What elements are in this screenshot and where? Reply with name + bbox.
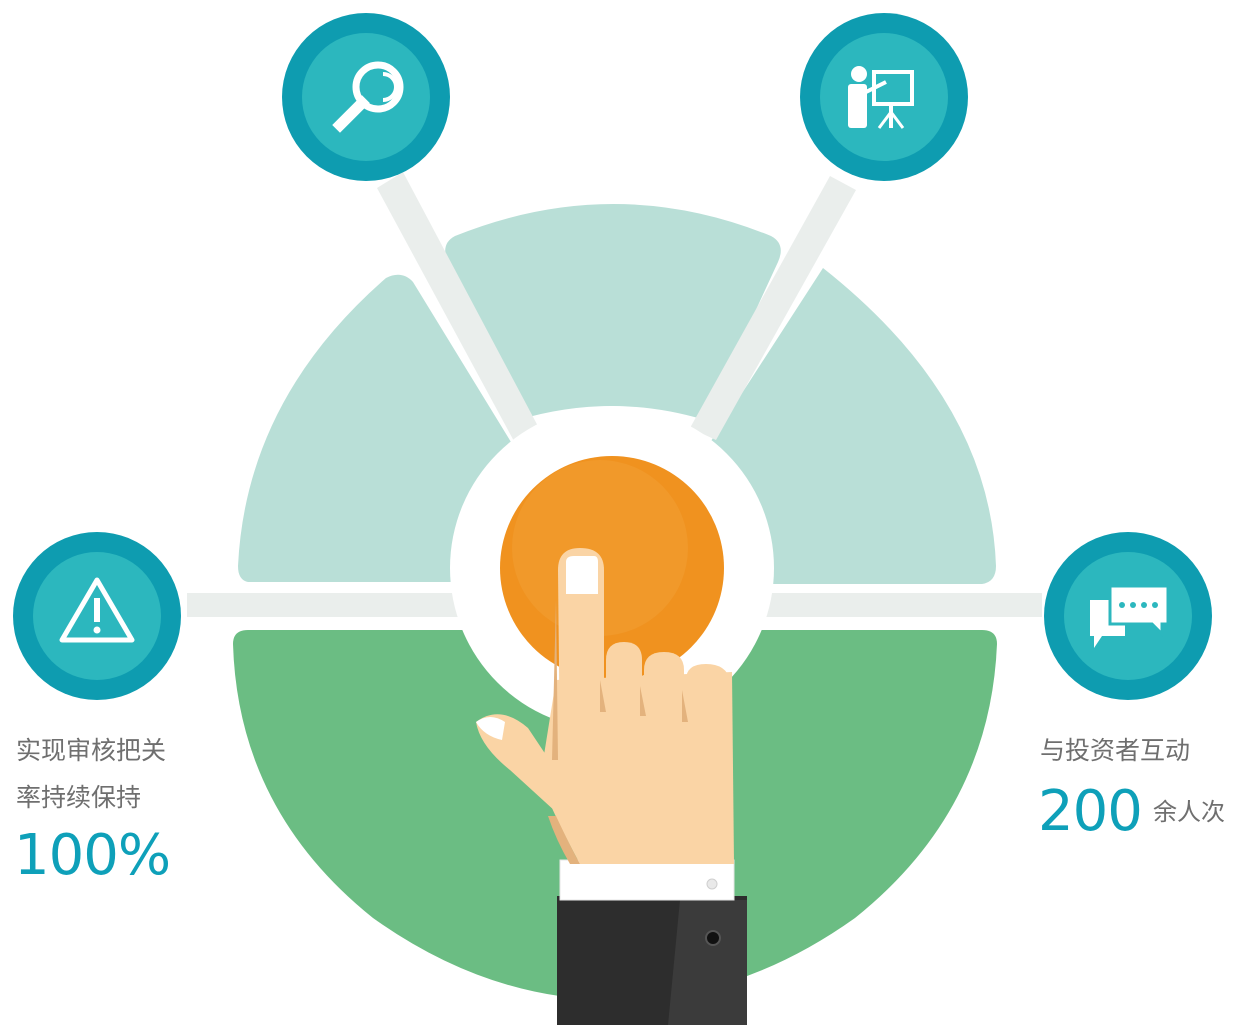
presentation-icon[interactable] bbox=[800, 13, 968, 181]
upper-left-segment bbox=[238, 274, 522, 582]
left-stat-value: 100% bbox=[14, 823, 171, 888]
upper-center-segment bbox=[445, 204, 781, 420]
right-stat-unit: 余人次 bbox=[1153, 798, 1225, 826]
right-stat-value: 200 bbox=[1038, 779, 1143, 844]
right-stat-line1: 与投资者互动 bbox=[1040, 736, 1191, 765]
warning-icon[interactable] bbox=[13, 532, 181, 700]
left-stat-line2: 率持续保持 bbox=[16, 783, 142, 812]
magnifier-icon[interactable] bbox=[282, 13, 450, 181]
pointing-hand-illustration bbox=[476, 548, 747, 1025]
upper-right-segment bbox=[700, 268, 996, 584]
chat-bubbles-icon[interactable] bbox=[1044, 532, 1212, 700]
connector-bars bbox=[187, 172, 1042, 617]
left-stat-line1: 实现审核把关 bbox=[16, 736, 167, 765]
